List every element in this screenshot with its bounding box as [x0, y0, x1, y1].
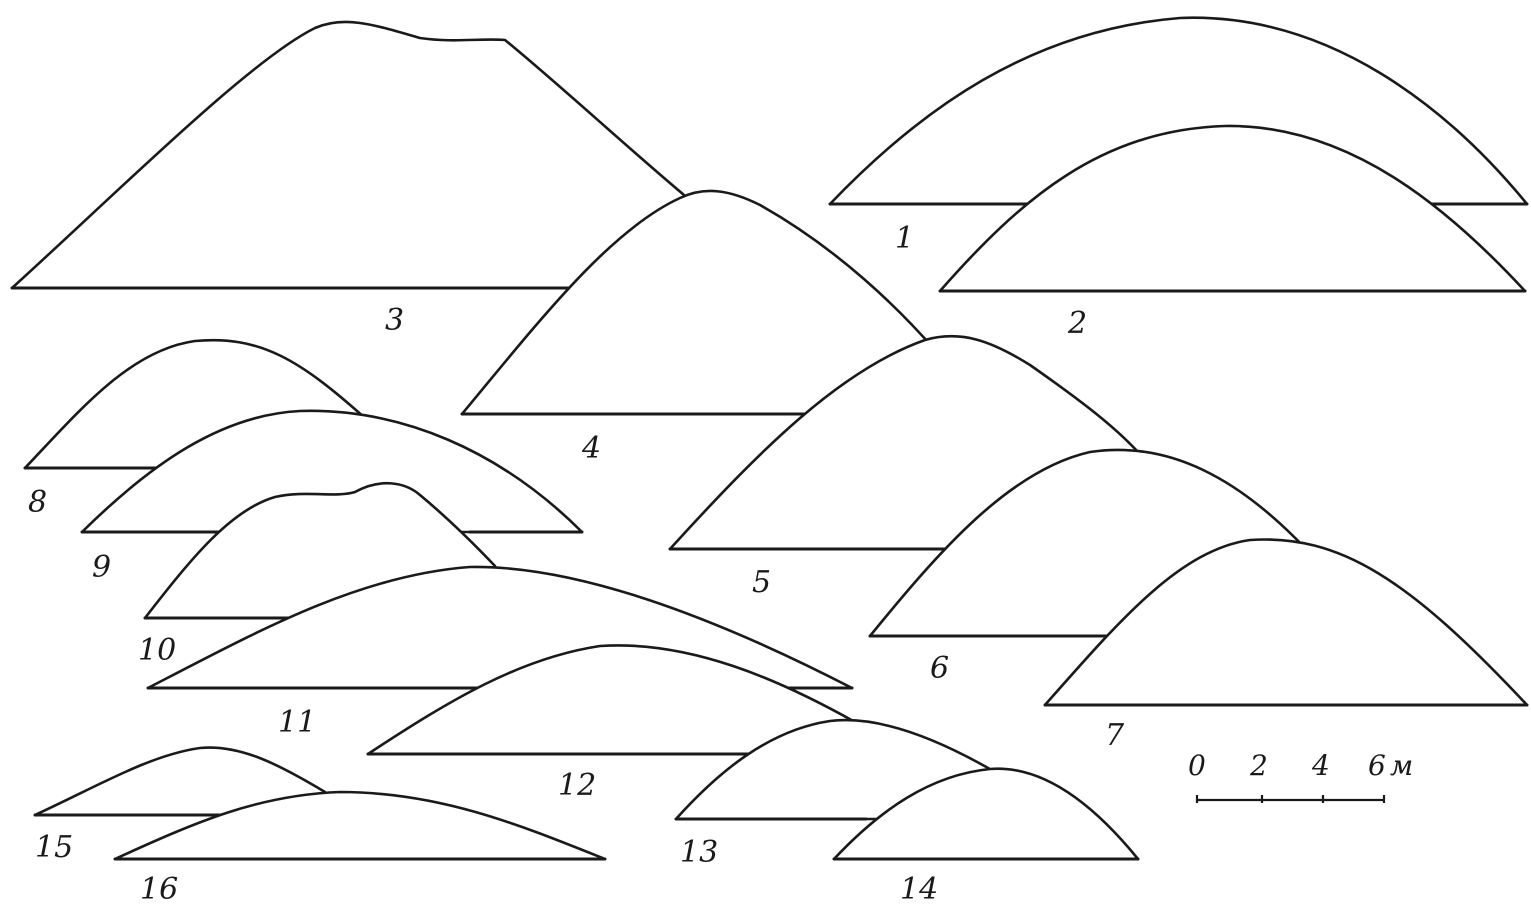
profile-10-label: 10: [138, 633, 176, 668]
profile-5-label: 5: [752, 565, 771, 600]
profile-3: 3: [10, 20, 692, 338]
profile-13-label: 13: [680, 835, 718, 870]
profile-15: 15: [33, 746, 327, 865]
scale-unit: м: [1390, 749, 1413, 782]
profile-14: 14: [832, 767, 1140, 905]
scale-label-2: 2: [1249, 749, 1268, 782]
profile-2-outline: [938, 124, 1527, 293]
profile-8-label: 8: [28, 485, 47, 520]
profile-1-label: 1: [895, 221, 914, 256]
profile-16-outline: [113, 790, 607, 861]
profile-4-outline: [460, 189, 937, 416]
profile-16: 16: [113, 790, 607, 905]
profile-9-outline: [80, 409, 584, 534]
profile-7-outline: [1043, 538, 1529, 707]
profile-6-label: 6: [930, 651, 949, 686]
profile-15-outline: [33, 746, 327, 817]
profile-4: 4: [460, 189, 937, 466]
profile-12: 12: [366, 644, 857, 803]
profile-12-label: 12: [558, 768, 596, 803]
profile-11-label: 11: [278, 705, 316, 740]
profile-7-label: 7: [1105, 718, 1125, 753]
profile-3-label: 3: [385, 303, 404, 338]
scale-bar: 0 2 4 6 м: [1188, 749, 1413, 803]
profile-4-label: 4: [581, 431, 601, 466]
scale-label-6: 6: [1368, 749, 1386, 782]
profile-9: 9: [80, 409, 584, 585]
profile-7: 7: [1043, 538, 1529, 753]
scale-label-0: 0: [1188, 749, 1206, 782]
profile-2: 2: [938, 124, 1527, 341]
profile-2-label: 2: [1067, 306, 1087, 341]
profile-14-label: 14: [900, 872, 938, 905]
profile-16-label: 16: [140, 872, 178, 905]
profile-3-outline: [10, 20, 692, 290]
profile-15-label: 15: [35, 830, 73, 865]
profile-14-outline: [832, 767, 1140, 861]
profile-9-label: 9: [92, 550, 111, 585]
scale-label-4: 4: [1311, 749, 1330, 782]
profile-12-outline: [366, 644, 857, 756]
